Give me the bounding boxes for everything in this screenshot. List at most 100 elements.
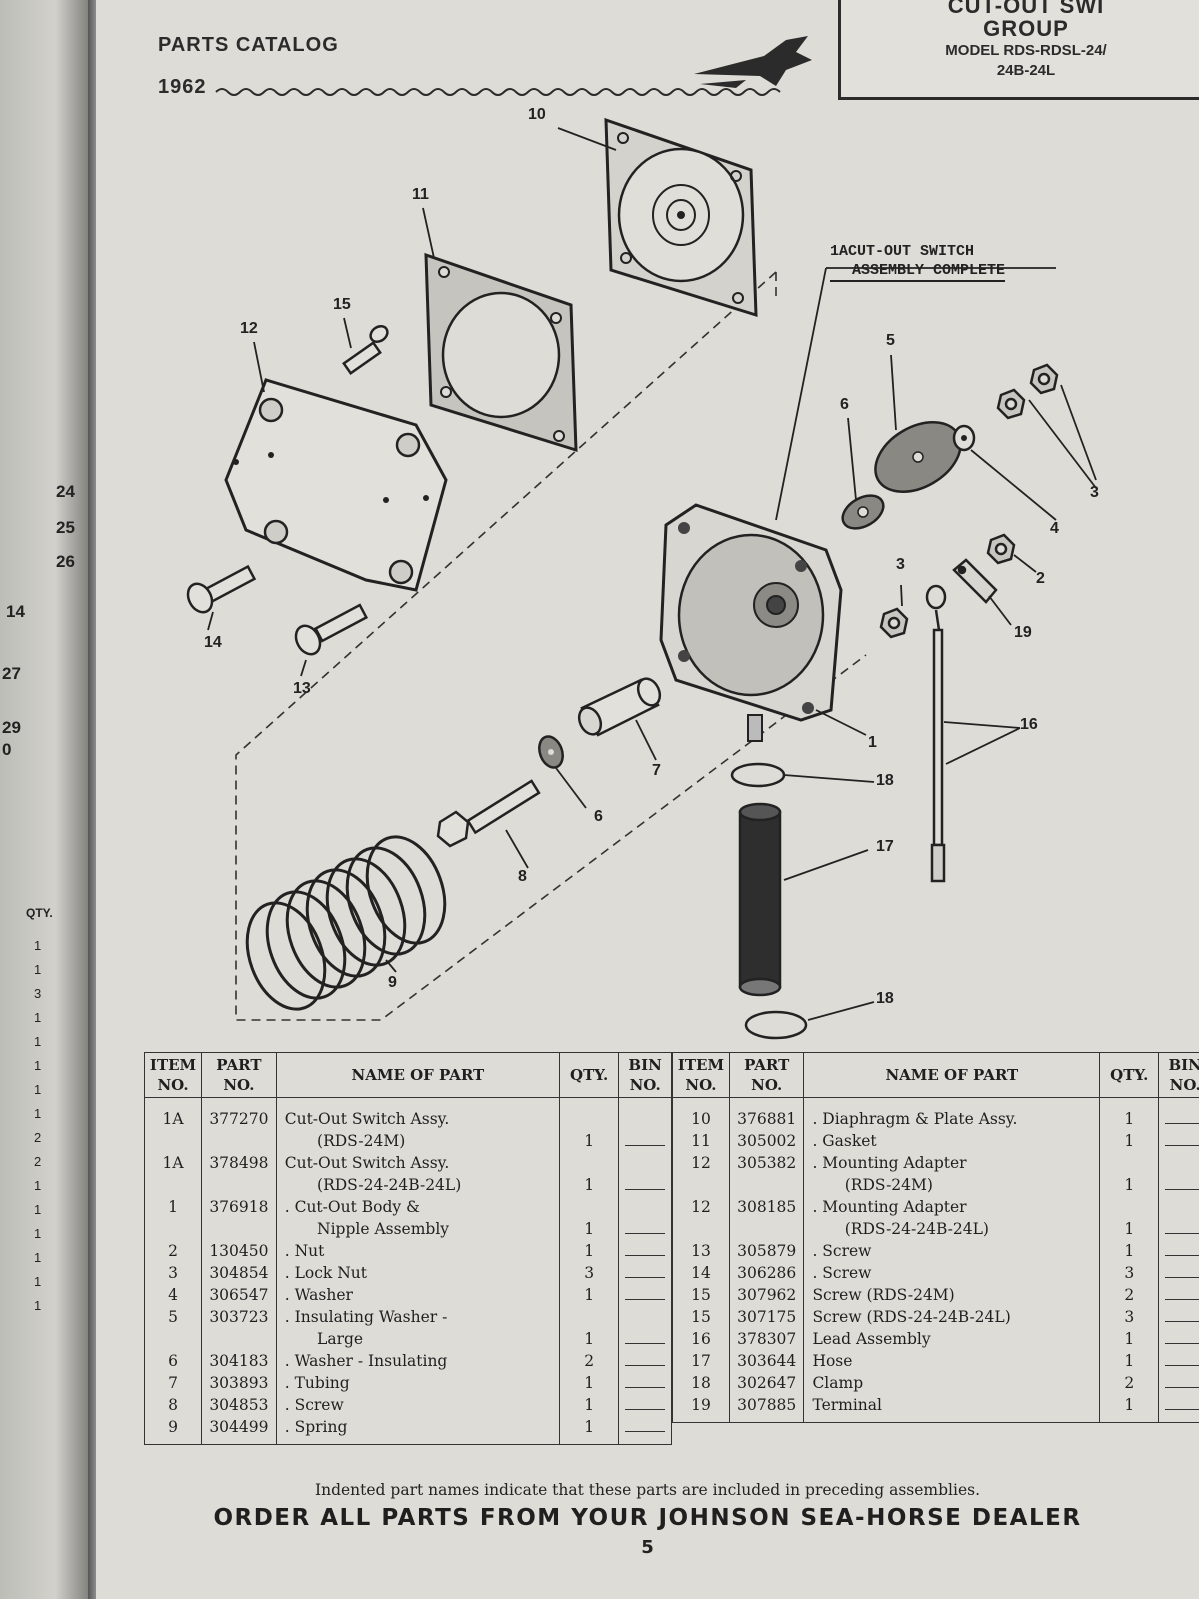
qty-cell: 1 [1099,1218,1160,1240]
bin-no-cell[interactable] [618,1306,672,1328]
bin-entry-line[interactable] [625,1219,666,1234]
bin-entry-line[interactable] [1165,1307,1199,1322]
bin-entry-line[interactable] [625,1263,666,1278]
part-name-cell: . Gasket [803,1130,1101,1152]
bin-no-cell[interactable] [1158,1097,1199,1130]
bin-entry-line[interactable] [1165,1131,1199,1146]
bin-no-cell[interactable] [618,1196,672,1218]
callout-label: 1 [868,734,877,751]
bin-no-cell[interactable] [618,1130,672,1152]
bin-no-cell[interactable] [618,1240,672,1262]
fragment-qty: 1 [34,1082,42,1097]
qty-cell: 1 [558,1174,620,1196]
bin-no-cell[interactable] [1158,1196,1199,1218]
bin-entry-line[interactable] [625,1285,666,1300]
item-no-cell: 1A [143,1097,203,1130]
dealer-order-banner: ORDER ALL PARTS FROM YOUR JOHNSON SEA-HO… [213,1505,1082,1531]
callout-label: 11 [412,186,429,203]
bin-no-cell[interactable] [1158,1394,1199,1416]
mounting-adapter-part [224,378,448,592]
bin-no-cell[interactable] [618,1262,672,1284]
part-name-cell: . Nut [275,1240,560,1262]
bin-no-cell[interactable] [1158,1174,1199,1196]
part-name-cell: Screw (RDS-24M) [803,1284,1101,1306]
assembly-label-line1: 1ACUT-OUT SWITCH [830,243,975,260]
bin-no-cell[interactable] [1158,1328,1199,1350]
cut-out-body-part [659,503,843,742]
part-no-cell: 376881 [728,1097,805,1130]
bin-no-cell[interactable] [618,1284,672,1306]
bin-no-cell[interactable] [1158,1284,1199,1306]
bin-no-cell[interactable] [1158,1416,1199,1423]
bin-no-cell[interactable] [618,1174,672,1196]
bin-no-cell[interactable] [618,1097,672,1130]
bin-entry-line[interactable] [1165,1263,1199,1278]
bin-no-cell[interactable] [618,1350,672,1372]
bin-no-cell[interactable] [618,1372,672,1394]
qty-cell [558,1152,620,1174]
bin-no-cell[interactable] [1158,1372,1199,1394]
callout-label: 3 [1090,484,1099,501]
fragment-qty: 2 [34,1154,42,1169]
callout-label: 2 [1036,570,1045,587]
bin-entry-line[interactable] [1165,1175,1199,1190]
bin-no-cell[interactable] [1158,1218,1199,1240]
bin-no-cell[interactable] [618,1152,672,1174]
fragment-qty: 1 [34,1274,42,1289]
bin-entry-line[interactable] [625,1329,666,1344]
qty-cell: 1 [558,1284,620,1306]
bin-no-cell[interactable] [1158,1262,1199,1284]
qty-cell: 1 [558,1394,620,1416]
qty-cell: 2 [558,1350,620,1372]
qty-cell: 3 [558,1262,620,1284]
bin-no-cell[interactable] [618,1416,672,1445]
part-name-cell: (RDS-24-24B-24L) [275,1174,560,1196]
bin-entry-line[interactable] [1165,1109,1199,1124]
item-no-cell: 14 [672,1262,730,1284]
bin-no-cell[interactable] [1158,1130,1199,1152]
bin-entry-line[interactable] [1165,1351,1199,1366]
bin-entry-line[interactable] [625,1131,666,1146]
bin-entry-line[interactable] [1165,1395,1199,1410]
callout-label: 13 [293,680,311,697]
bin-entry-line[interactable] [625,1351,666,1366]
bin-no-cell[interactable] [1158,1152,1199,1174]
item-no-cell: 9 [143,1416,203,1445]
seahorse-logo-icon [694,36,812,88]
part-no-cell: 305382 [728,1152,805,1174]
bin-no-cell[interactable] [1158,1306,1199,1328]
qty-cell [1099,1196,1160,1218]
callout-label: 18 [876,990,894,1007]
bin-entry-line[interactable] [1165,1329,1199,1344]
bin-no-cell[interactable] [1158,1350,1199,1372]
page-number: 5 [641,1537,654,1558]
callout-label: 4 [1050,520,1059,537]
part-name-cell: . Screw [803,1240,1101,1262]
bin-entry-line[interactable] [625,1395,666,1410]
bin-entry-line[interactable] [1165,1285,1199,1300]
bin-no-cell[interactable] [1158,1240,1199,1262]
bin-entry-line[interactable] [1165,1219,1199,1234]
bin-no-cell[interactable] [618,1394,672,1416]
diaphragm-plate-part [604,117,758,318]
section-title-box: CUT-OUT SWI GROUP MODEL RDS-RDSL-24/ 24B… [838,0,1199,100]
bin-entry-line[interactable] [625,1241,666,1256]
qty-cell: 1 [1099,1394,1160,1416]
bin-entry-line[interactable] [625,1417,666,1432]
fragment-qty: 1 [34,962,42,977]
bin-no-cell[interactable] [618,1218,672,1240]
bin-entry-line[interactable] [625,1175,666,1190]
part-name-cell: . Mounting Adapter [803,1196,1101,1218]
part-name-cell: Cut-Out Switch Assy. [275,1152,560,1174]
bin-entry-line[interactable] [1165,1241,1199,1256]
spring-part [245,835,447,1011]
bin-entry-line[interactable] [1165,1373,1199,1388]
bin-no-cell[interactable] [618,1328,672,1350]
bin-entry-line[interactable] [625,1373,666,1388]
